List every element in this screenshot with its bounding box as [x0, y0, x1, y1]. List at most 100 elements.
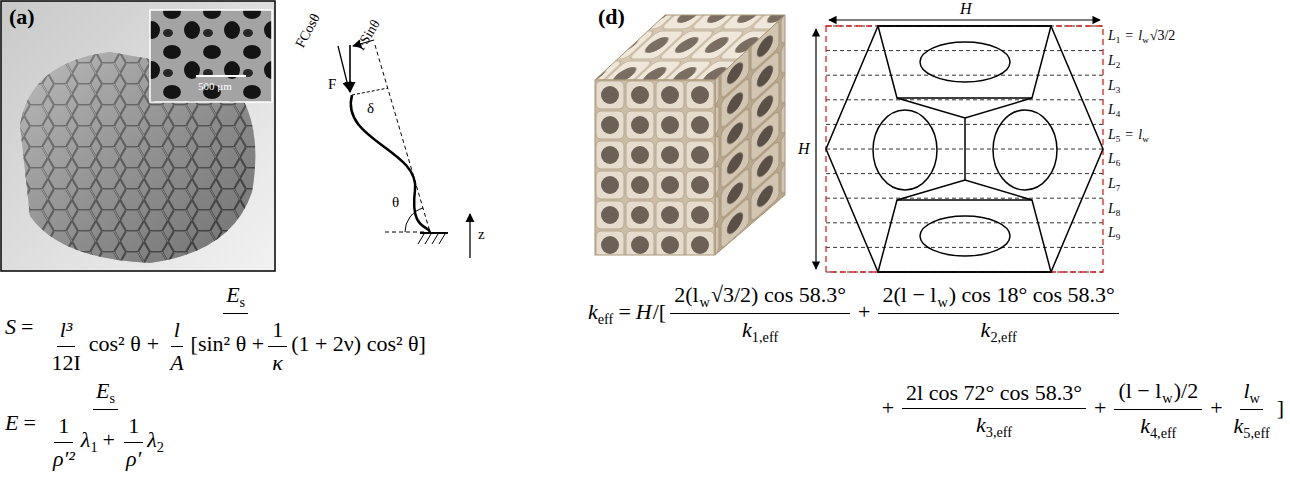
denominator: k3,eff	[973, 409, 1015, 440]
math-text: 1	[58, 413, 69, 438]
math-symbol: H	[798, 140, 810, 157]
slab-label: L7	[1108, 176, 1120, 194]
math-operator: +	[858, 299, 870, 324]
math-operator: =	[21, 314, 33, 339]
math-symbol: l	[1138, 28, 1142, 43]
fraction: 2(lw√3/2) cos 58.3° k1,eff	[670, 282, 850, 346]
fraction: l³12I	[47, 317, 84, 375]
slab-label: L4	[1108, 102, 1120, 120]
slab-label: L2	[1108, 53, 1120, 71]
math-symbol: k	[742, 317, 752, 342]
equation: keff=H/[2(lw√3/2) cos 58.3°k1,eff+2(l − …	[588, 282, 1122, 346]
fraction: Esl³12Icos² θ+lA[sin² θ +1κ(1 + 2ν) cos²…	[41, 282, 430, 375]
slab-label: L1=lw√3/2	[1108, 28, 1176, 46]
denominator: 1ρ′²λ1+1ρ′λ2	[44, 410, 167, 471]
numerator: 2(l − lw) cos 18° cos 58.3°	[878, 282, 1118, 314]
panel-label: (a)	[8, 4, 36, 29]
denominator: ρ′²	[50, 443, 78, 471]
subscript: 3	[1116, 85, 1121, 95]
fraction: 2(l − lw) cos 18° cos 58.3°k2,eff	[878, 282, 1118, 346]
subscript: 2	[1116, 60, 1121, 70]
math-symbol: L	[1108, 225, 1116, 240]
math-symbol: k	[1234, 413, 1244, 438]
numerator: Es	[223, 282, 248, 314]
math-symbol: k	[1140, 413, 1150, 438]
math-symbol: H	[636, 299, 652, 324]
numerator: 1	[54, 413, 73, 442]
math-symbol: λ	[81, 427, 91, 452]
math-text: δ	[367, 100, 374, 116]
math-symbol: S	[5, 314, 16, 339]
subscript: 6	[1116, 158, 1121, 168]
subscript: w	[1162, 390, 1172, 406]
subscript: w	[1142, 35, 1149, 45]
denominator: k5,eff	[1231, 410, 1273, 441]
numerator: 2(lw√3/2) cos 58.3°	[670, 282, 850, 314]
math-text: ]	[1277, 395, 1284, 420]
math-text: FCosθ	[292, 11, 322, 50]
angle-label: θ	[391, 194, 400, 211]
equation: E=Es1ρ′²λ1+1ρ′λ2	[5, 378, 170, 471]
subscript: 3,eff	[986, 424, 1012, 440]
math-operator: +	[1210, 395, 1222, 420]
math-symbol: l	[174, 317, 180, 342]
numerator: 1	[268, 317, 287, 346]
math-symbol: L	[1108, 78, 1116, 93]
math-text: √3/2	[1150, 28, 1176, 43]
math-text: (1 + 2ν) cos² θ]	[291, 331, 426, 356]
fraction: lwk5,eff	[1231, 378, 1273, 442]
math-operator: +	[147, 331, 159, 356]
subscript: eff	[598, 311, 614, 327]
math-text: 2(l	[674, 282, 698, 307]
deflection-label: δ	[366, 100, 375, 117]
subscript: s	[240, 294, 246, 310]
math-symbol: k	[588, 299, 598, 324]
math-text: (d)	[598, 4, 625, 29]
panel-label: (d)	[597, 4, 626, 29]
subscript: w	[937, 294, 947, 310]
math-text: (l − l	[1118, 378, 1161, 403]
scale-bar-label: 500 μm	[197, 80, 233, 93]
math-symbol: L	[1108, 28, 1116, 43]
fraction: lA	[167, 317, 186, 375]
math-symbol: L	[1108, 201, 1116, 216]
math-symbol: L	[1108, 102, 1116, 117]
math-text: 12I	[51, 350, 80, 375]
math-text: cos² θ	[89, 331, 141, 356]
slab-label: L6	[1108, 151, 1120, 169]
slab-label: L8	[1108, 201, 1120, 219]
math-symbol: L	[1108, 53, 1116, 68]
fraction: 1 ρ′²	[50, 413, 78, 471]
math-operator: =	[23, 410, 35, 435]
math-text: F	[328, 76, 336, 92]
numerator: lw	[1240, 378, 1262, 410]
math-operator: =	[1125, 28, 1133, 43]
math-text: θ	[392, 194, 399, 210]
math-text: ) cos 18° cos 58.3°	[949, 282, 1115, 307]
math-operator: =	[1125, 127, 1133, 142]
math-symbol: ρ′²	[53, 446, 75, 471]
subscript: 4,eff	[1150, 425, 1176, 441]
math-text: z	[478, 226, 485, 242]
math-operator: +	[882, 395, 894, 420]
denominator: A	[167, 347, 186, 375]
math-symbol: ρ′	[126, 446, 141, 471]
force-label: FSinθ	[352, 16, 384, 54]
subscript: 4	[1116, 109, 1121, 119]
math-symbol: L	[1108, 176, 1116, 191]
math-text: )/2	[1174, 378, 1198, 403]
math-text: 1	[128, 413, 139, 438]
denominator: k4,eff	[1137, 410, 1179, 441]
fraction: 2l cos 72° cos 58.3°k3,eff	[902, 380, 1086, 441]
numerator: 2l cos 72° cos 58.3°	[902, 380, 1086, 409]
subscript: w	[1250, 390, 1260, 406]
math-symbol: A	[170, 350, 183, 375]
math-symbol: λ	[147, 427, 157, 452]
subscript: 1,eff	[752, 329, 778, 345]
math-symbol: L	[1108, 151, 1116, 166]
math-text: FSinθ	[353, 17, 383, 53]
math-text: 1	[272, 317, 283, 342]
math-symbol: H	[960, 0, 972, 17]
numerator: l	[171, 317, 183, 346]
subscript: 7	[1116, 183, 1121, 193]
